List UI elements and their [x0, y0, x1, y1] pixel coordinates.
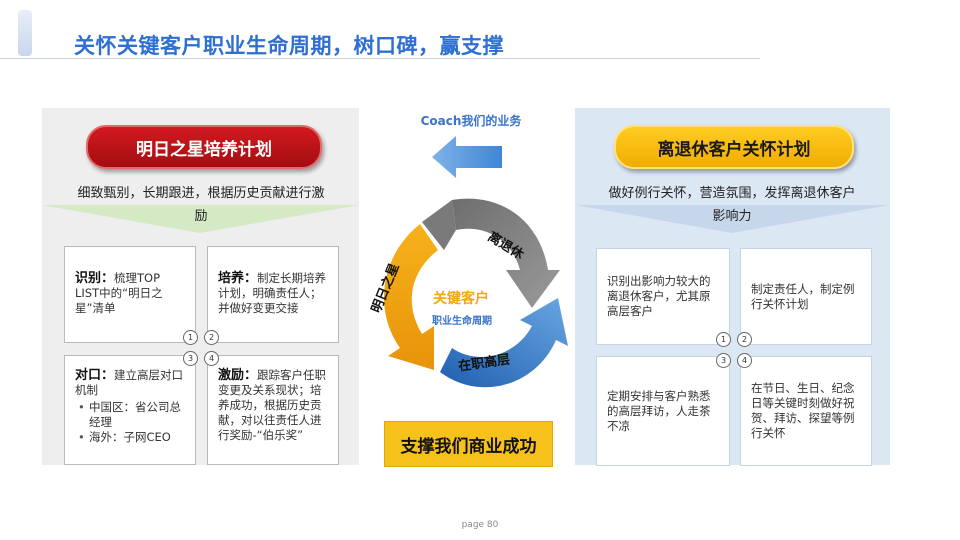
support-banner: 支撑我们商业成功 — [384, 421, 553, 467]
box-text: 建立高层对口机制 — [75, 368, 184, 397]
step-number-4: 4 — [737, 353, 752, 368]
title-accent-bar — [18, 10, 32, 56]
left-arrow-icon — [432, 136, 502, 178]
right-box-care: 在节日、生日、纪念日等关键时刻做好祝贺、拜访、探望等例行关怀 — [740, 356, 872, 466]
left-chevron-shape — [42, 205, 359, 233]
left-box-cultivate: 培养：制定长期培养计划，明确责任人；并做好变更交接 — [207, 246, 339, 343]
box-text: 制定责任人，制定例行关怀计划 — [751, 281, 855, 311]
box-text: 在节日、生日、纪念日等关键时刻做好祝贺、拜访、探望等例行关怀 — [751, 381, 855, 440]
bullet-item: 海外：子网CEO — [78, 430, 187, 445]
box-text: 制定长期培养计划，明确责任人；并做好变更交接 — [218, 271, 327, 315]
page-title: 关怀关键客户职业生命周期，树口碑，赢支撑 — [74, 34, 504, 58]
blue-cycle-arrow — [440, 298, 568, 388]
title-divider — [0, 58, 760, 59]
right-panel-subtext: 做好例行关怀，营造氛围，发挥离退休客户影响力 — [608, 186, 856, 224]
page-number: page 80 — [461, 520, 499, 530]
right-chevron-shape — [575, 205, 890, 233]
right-box-identify: 识别出影响力较大的离退休客户，尤其原高层客户 — [596, 248, 730, 345]
step-number-3: 3 — [716, 353, 731, 368]
left-panel-subtext: 细致甄别，长期跟进，根据历史贡献进行激励 — [77, 186, 325, 224]
right-panel-heading: 离退休客户关怀计划 — [614, 125, 854, 169]
step-number-2: 2 — [204, 330, 219, 345]
step-number-1: 1 — [183, 330, 198, 345]
orange-cycle-arrow — [383, 224, 438, 370]
step-number-1: 1 — [716, 332, 731, 347]
lifecycle-cycle-diagram — [383, 198, 568, 388]
box-text: 定期安排与客户熟悉的高层拜访，人走茶不凉 — [607, 388, 711, 433]
left-panel-heading: 明日之星培养计划 — [86, 125, 322, 169]
box-text: 梳理TOP LIST中的“明日之星”清单 — [75, 271, 163, 315]
box-label: 培养： — [218, 271, 258, 286]
box-text: 跟踪客户任职变更及关系现状；培养成功，根据历史贡献，对以往责任人进行奖励-“伯乐… — [218, 368, 327, 442]
core-subtitle: 职业生命周期 — [432, 316, 492, 327]
right-box-visit: 定期安排与客户熟悉的高层拜访，人走茶不凉 — [596, 356, 730, 466]
left-box-identify: 识别：梳理TOP LIST中的“明日之星”清单 — [64, 246, 196, 343]
box-label: 对口： — [75, 368, 115, 383]
left-box-incentive: 激励：跟踪客户任职变更及关系现状；培养成功，根据历史贡献，对以往责任人进行奖励-… — [207, 355, 339, 465]
bullet-item: 中国区：省公司总经理 — [78, 400, 187, 430]
right-box-owner: 制定责任人，制定例行关怀计划 — [740, 248, 872, 345]
step-number-2: 2 — [737, 332, 752, 347]
core-title: 关键客户 — [433, 291, 489, 307]
step-number-4: 4 — [204, 351, 219, 366]
gray-arrow-head — [422, 200, 456, 250]
left-box-counterpart: 对口：建立高层对口机制 中国区：省公司总经理 海外：子网CEO — [64, 355, 196, 465]
box-label: 识别： — [75, 271, 115, 286]
box-text: 识别出影响力较大的离退休客户，尤其原高层客户 — [607, 274, 711, 318]
box-label: 激励： — [218, 368, 258, 383]
bullet-list: 中国区：省公司总经理 海外：子网CEO — [75, 400, 187, 445]
step-number-3: 3 — [183, 351, 198, 366]
coach-label: Coach我们的业务 — [420, 114, 522, 128]
gray-cycle-arrow — [452, 198, 560, 308]
